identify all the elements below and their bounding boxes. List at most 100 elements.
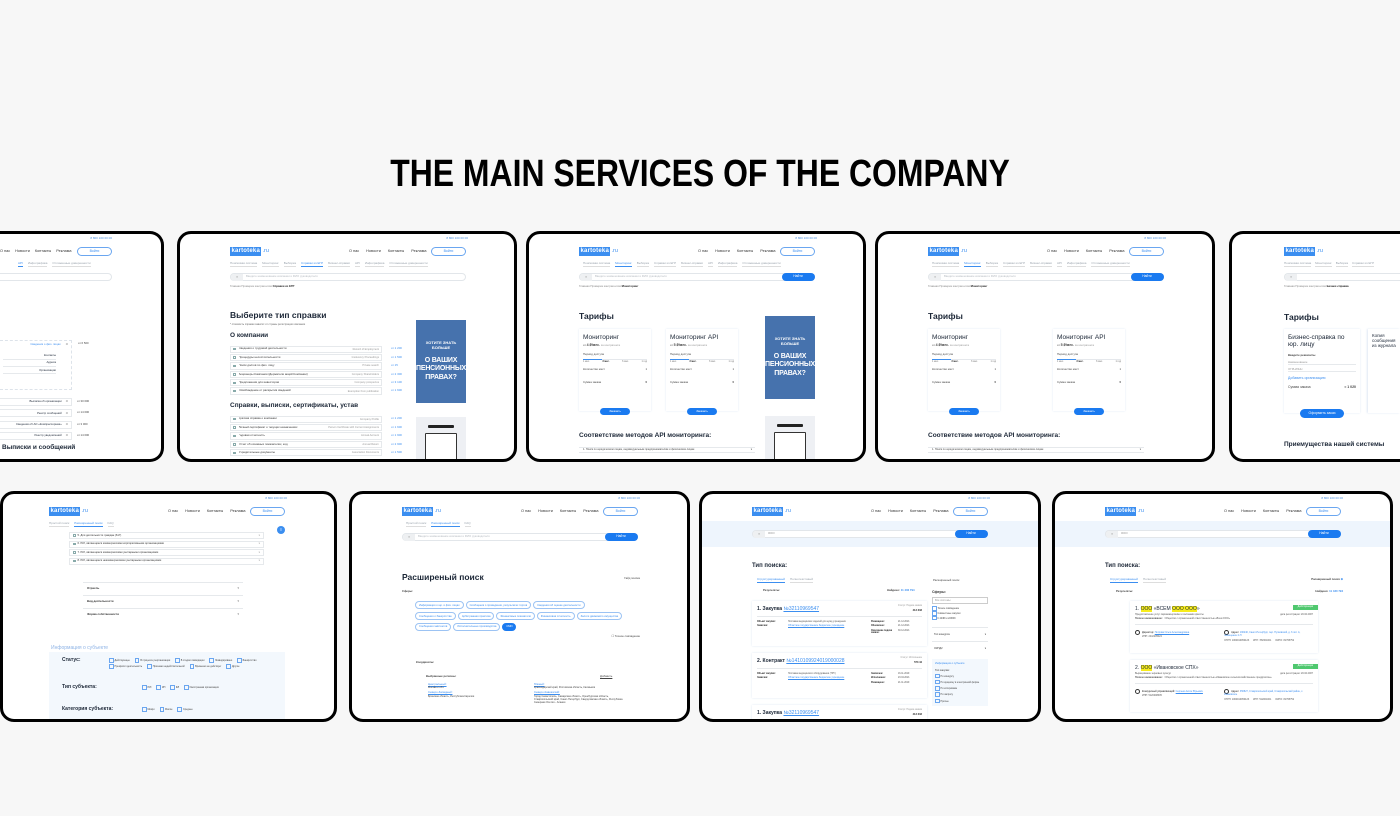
filter-checkbox-row[interactable]: 8. ЮЛ, являющиеся некоммерческими унитар… — [69, 557, 264, 565]
period-option[interactable]: 6 мес. — [622, 360, 629, 364]
accordion[interactable]: Вид деятельности▾ — [83, 595, 243, 608]
nav-link[interactable]: Новости — [715, 249, 730, 253]
category-checkbox[interactable]: Малое — [160, 707, 172, 712]
category-checkbox[interactable]: Микро — [142, 707, 155, 712]
phone-number[interactable]: 8 800 100 00 00 — [1144, 236, 1166, 240]
phone-number[interactable]: 8 800 100 00 00 — [90, 236, 112, 240]
sub-option[interactable]: Адреса — [3, 360, 56, 368]
tab[interactable]: Справки из ЕГР — [1352, 261, 1375, 268]
nav-link[interactable]: Новости — [185, 509, 200, 513]
tariff-card[interactable]: Копия сообщения из журнала — [1368, 329, 1400, 413]
login-button[interactable]: Войти — [603, 507, 638, 516]
tab[interactable]: API — [1056, 261, 1062, 268]
tab[interactable]: Бизнес-справки — [1030, 261, 1052, 268]
search-type-tab[interactable]: Структурированный — [757, 577, 785, 584]
search-input[interactable]: ≡Введите наименование компании и ФИО рук… — [230, 273, 466, 281]
tariff-card[interactable]: Мониторинг от 4 ₽/мес. за контрагента Пе… — [579, 329, 651, 415]
result-card[interactable]: 1. Закупка №32110969547 Статус: Подача з… — [752, 601, 927, 646]
nav-link[interactable]: О нас — [349, 249, 360, 253]
sphere-chip[interactable]: Информация о юр. и физ. лицах — [415, 601, 464, 610]
status-checkbox[interactable]: В стадии ликвидации — [175, 658, 205, 663]
result-link[interactable]: №32110969547 — [783, 606, 820, 612]
nav-link[interactable]: Новости — [888, 509, 903, 513]
phone-number[interactable]: 8 800 100 00 00 — [795, 236, 817, 240]
nav-link[interactable]: О нас — [521, 509, 532, 513]
result-card[interactable]: 1. Закупка №32110969547 Статус: Подача з… — [752, 705, 927, 719]
period-option[interactable]: 3 мес. — [951, 360, 959, 364]
checkbox[interactable] — [233, 373, 236, 376]
checkbox[interactable] — [233, 451, 236, 454]
search-input[interactable]: ≡ — [1284, 273, 1400, 281]
search-type-tab[interactable]: Полнотекстовый — [789, 577, 814, 584]
logo[interactable]: kartoteka.ru — [1284, 246, 1323, 257]
tab[interactable]: API — [707, 261, 713, 268]
close-icon[interactable]: ⊗ — [65, 342, 68, 346]
nav-link[interactable]: О нас — [1224, 509, 1235, 513]
sphere-chip[interactable]: СМИ — [502, 622, 517, 632]
sidebar-accordion[interactable]: ОКПД2▾ — [932, 640, 988, 655]
order-button[interactable]: Заказать — [949, 408, 979, 415]
sidebar-accordion[interactable]: Тип конкурса▾ — [932, 626, 988, 641]
nav-link[interactable]: Контакты — [387, 249, 405, 253]
checkbox[interactable] — [233, 434, 236, 438]
search-type-tab[interactable]: Структурированный — [1110, 577, 1138, 584]
period-option[interactable]: 1 год — [641, 360, 648, 364]
add-region-link[interactable]: Добавить — [600, 674, 613, 678]
close-icon[interactable]: ⊗ — [65, 433, 68, 438]
period-option[interactable]: 1 мес. — [670, 360, 677, 364]
seats-stepper[interactable]: 1 — [1119, 367, 1121, 372]
result-link[interactable]: №32110969547 — [783, 710, 820, 716]
tab[interactable]: Выборка — [283, 261, 297, 268]
accordion-row[interactable]: 1. Поиск по юридическим лицам, индивидуа… — [579, 447, 755, 453]
category-checkbox[interactable]: Среднее — [177, 707, 193, 712]
sphere-chip[interactable]: Залоги движимого имущества — [576, 611, 623, 621]
period-slider[interactable] — [932, 358, 996, 360]
tab[interactable]: Мониторинг — [615, 261, 632, 268]
nav-link[interactable]: Новости — [366, 249, 381, 253]
accordion-row[interactable]: 1. Поиск по юридическим лицам, индивидуа… — [928, 447, 1144, 453]
search-button[interactable]: Найти — [1130, 273, 1164, 281]
search-guide-link[interactable]: Гайд поиска — [624, 576, 640, 580]
logo[interactable]: kartoteka.ru — [1105, 506, 1144, 517]
login-button[interactable]: Войти — [1129, 247, 1164, 256]
ogrn-field[interactable]: ОГРН/ИНН — [1288, 367, 1356, 373]
tab[interactable]: Выборка — [1335, 261, 1349, 268]
nav-link[interactable]: Реклама — [933, 509, 949, 513]
search-type-tab[interactable]: Полнотекстовый — [1142, 577, 1167, 584]
exact-match-checkbox[interactable]: ☐ Точное совпадение — [611, 634, 640, 638]
nav-link[interactable]: О нас — [1047, 249, 1058, 253]
status-checkbox[interactable]: Ликвидировано — [209, 658, 232, 663]
ad-banner-device[interactable] — [765, 416, 815, 459]
tab[interactable]: Инфографика — [27, 261, 48, 268]
period-option[interactable]: 6 мес. — [971, 360, 978, 364]
sphere-chip[interactable]: Финансовая отчетность — [536, 611, 575, 621]
login-button[interactable]: Войти — [431, 247, 466, 256]
type-checkbox[interactable]: Иностранная организация — [184, 685, 219, 690]
procurement-type-checkbox[interactable]: Прочее — [935, 699, 949, 704]
status-checkbox[interactable]: Другое — [226, 664, 240, 669]
name-field[interactable]: Наименование — [1288, 360, 1356, 365]
period-option[interactable]: 1 год — [728, 360, 735, 364]
order-button[interactable]: Заказать — [687, 408, 717, 415]
nav-link[interactable]: Новости — [1241, 509, 1256, 513]
nav-link[interactable]: Реклама — [411, 249, 427, 253]
nav-link[interactable]: О нас — [698, 249, 709, 253]
tab[interactable]: Инфографика — [717, 261, 738, 268]
sphere-chip[interactable]: Сообщения о банкротстве — [415, 611, 456, 621]
checkbox[interactable] — [233, 426, 236, 429]
login-button[interactable]: Войти — [77, 247, 112, 256]
type-checkbox[interactable]: ФЛ — [170, 685, 179, 690]
period-option[interactable]: 6 мес. — [709, 360, 716, 364]
period-option[interactable]: 3 мес. — [1076, 360, 1084, 364]
result-card[interactable]: 2. Контракт №1410109924019000028 Статус:… — [752, 653, 927, 698]
search-input[interactable]: ≡Введите наименование компании и ФИО рук… — [928, 273, 1164, 281]
logo[interactable]: kartoteka.ru — [752, 506, 791, 517]
seats-stepper[interactable]: 1 — [994, 367, 996, 372]
period-slider[interactable] — [670, 358, 734, 360]
nav-link[interactable]: Реклама — [1286, 509, 1302, 513]
nav-link[interactable]: Новости — [538, 509, 553, 513]
phone-number[interactable]: 8 800 100 00 00 — [446, 236, 468, 240]
